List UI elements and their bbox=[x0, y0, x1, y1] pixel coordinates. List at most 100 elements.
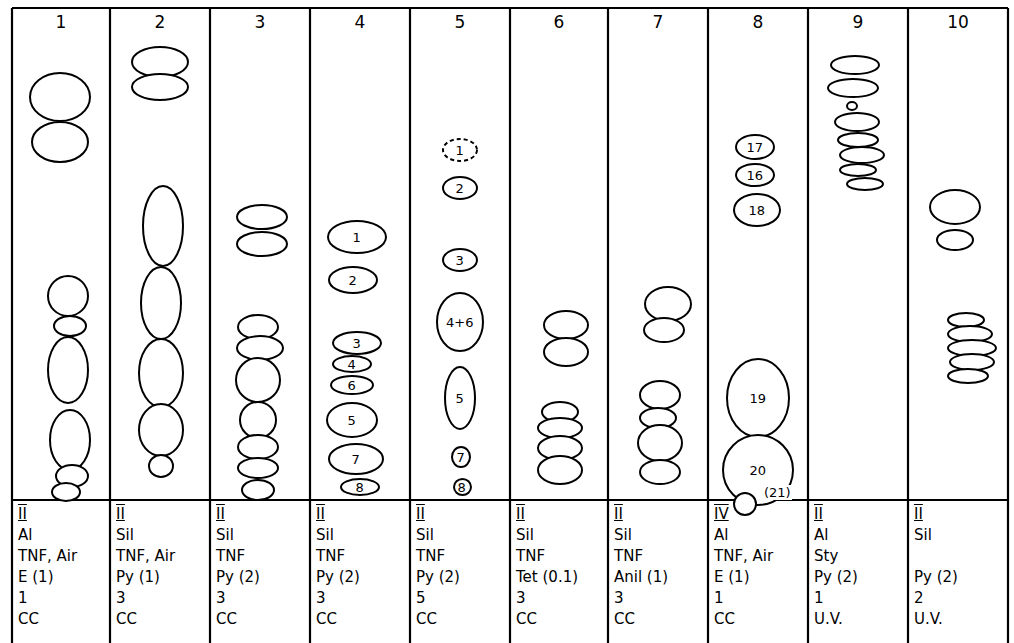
spot-number: 4 bbox=[348, 357, 356, 372]
chromatogram-spot: 19 bbox=[726, 358, 790, 438]
chromatogram-spot: 4 bbox=[332, 355, 372, 373]
chromatogram-spot: 1 bbox=[442, 138, 478, 162]
condition-note: Py (2) bbox=[316, 568, 360, 586]
condition-note: II bbox=[216, 505, 225, 523]
chromatogram-spot: 17 bbox=[735, 134, 775, 160]
condition-note: TNF, Air bbox=[116, 547, 175, 565]
spot-number: 8 bbox=[458, 480, 466, 495]
column-number: 9 bbox=[853, 13, 864, 31]
chromatogram-spot: 3 bbox=[442, 248, 478, 272]
condition-note: TNF bbox=[316, 547, 345, 565]
spot-number: 17 bbox=[747, 140, 764, 155]
chromatogram-spot: 18 bbox=[733, 193, 781, 227]
condition-note: TNF, Air bbox=[18, 547, 77, 565]
chromatogram-spot: 8 bbox=[453, 478, 472, 496]
spot-number: 16 bbox=[747, 168, 764, 183]
chromatogram-spot: 2 bbox=[328, 266, 378, 294]
spot-number: 7 bbox=[457, 450, 465, 465]
condition-note: Py (2) bbox=[914, 568, 958, 586]
condition-note: 5 bbox=[416, 589, 426, 607]
condition-note: II bbox=[614, 505, 623, 523]
condition-note: CC bbox=[116, 610, 137, 628]
chromatogram-spot: 7 bbox=[328, 443, 384, 475]
condition-note: II bbox=[516, 505, 525, 523]
spot-number: 8 bbox=[356, 480, 364, 495]
spot-number: 5 bbox=[456, 391, 464, 406]
condition-note: Al bbox=[714, 526, 728, 544]
condition-note: 3 bbox=[116, 589, 126, 607]
column-number: 8 bbox=[753, 13, 764, 31]
condition-note: Sil bbox=[914, 526, 932, 544]
condition-note: CC bbox=[416, 610, 437, 628]
condition-note: U.V. bbox=[914, 610, 943, 628]
condition-note: Sil bbox=[614, 526, 632, 544]
condition-note: E (1) bbox=[714, 568, 750, 586]
condition-note: Sil bbox=[416, 526, 434, 544]
column-number: 1 bbox=[56, 13, 67, 31]
condition-note: Py (1) bbox=[116, 568, 160, 586]
spot-number: 7 bbox=[352, 452, 360, 467]
condition-note: Sty bbox=[814, 547, 838, 565]
condition-note: 1 bbox=[814, 589, 824, 607]
condition-note: Sil bbox=[316, 526, 334, 544]
spot-number: 5 bbox=[348, 413, 356, 428]
condition-note: TNF bbox=[216, 547, 245, 565]
condition-note: CC bbox=[516, 610, 537, 628]
condition-note: II bbox=[316, 505, 325, 523]
condition-note: II bbox=[116, 505, 125, 523]
condition-note: II bbox=[814, 505, 823, 523]
spot-number: 2 bbox=[456, 181, 464, 196]
spot-number: 19 bbox=[750, 391, 767, 406]
chromatogram-spot: 7 bbox=[451, 446, 471, 468]
condition-note: CC bbox=[316, 610, 337, 628]
chromatogram-spot: 2 bbox=[442, 176, 478, 200]
condition-note: II bbox=[416, 505, 425, 523]
condition-note: CC bbox=[18, 610, 39, 628]
condition-note: CC bbox=[614, 610, 635, 628]
condition-note: Py (2) bbox=[416, 568, 460, 586]
chromatogram-spot: 3 bbox=[332, 331, 382, 355]
condition-note: TNF bbox=[614, 547, 643, 565]
chromatogram-spot: 5 bbox=[444, 366, 476, 430]
chromatogram-spot: (21) bbox=[733, 486, 790, 510]
condition-note: Sil bbox=[516, 526, 534, 544]
chromatogram-spot: 5 bbox=[326, 402, 378, 438]
chromatogram-spot: 16 bbox=[735, 163, 775, 187]
chromatogram-spot: 8 bbox=[340, 478, 380, 496]
condition-note: TNF, Air bbox=[714, 547, 773, 565]
chromatogram-spot: 1 bbox=[327, 220, 387, 254]
spot-number: 3 bbox=[353, 336, 361, 351]
condition-note: Anil (1) bbox=[614, 568, 668, 586]
spot-number: 1 bbox=[456, 143, 464, 158]
chromatogram-spot: 4+6 bbox=[436, 292, 484, 352]
condition-note: 1 bbox=[714, 589, 724, 607]
spot-outline bbox=[733, 486, 757, 510]
column-number: 3 bbox=[255, 13, 266, 31]
spot-number: 3 bbox=[456, 253, 464, 268]
column-number: 6 bbox=[554, 13, 565, 31]
chromatogram-spot: 6 bbox=[330, 375, 374, 395]
column-number: 2 bbox=[155, 13, 166, 31]
condition-note: 1 bbox=[18, 589, 28, 607]
spot-number: 6 bbox=[348, 378, 356, 393]
condition-note: IV bbox=[714, 505, 729, 523]
spot-number: 18 bbox=[749, 203, 766, 218]
condition-note: 3 bbox=[516, 589, 526, 607]
condition-note: II bbox=[914, 505, 923, 523]
column-number: 7 bbox=[653, 13, 664, 31]
condition-note: CC bbox=[714, 610, 735, 628]
column-number: 4 bbox=[355, 13, 366, 31]
condition-note: Py (2) bbox=[814, 568, 858, 586]
condition-note: CC bbox=[216, 610, 237, 628]
condition-note: 3 bbox=[316, 589, 326, 607]
condition-note: 2 bbox=[914, 589, 924, 607]
condition-note: Tet (0.1) bbox=[516, 568, 578, 586]
condition-note: Py (2) bbox=[216, 568, 260, 586]
spot-number: 20 bbox=[750, 463, 767, 478]
condition-note: II bbox=[18, 505, 27, 523]
column-number: 5 bbox=[455, 13, 466, 31]
condition-note: Sil bbox=[116, 526, 134, 544]
condition-note: Al bbox=[814, 526, 828, 544]
